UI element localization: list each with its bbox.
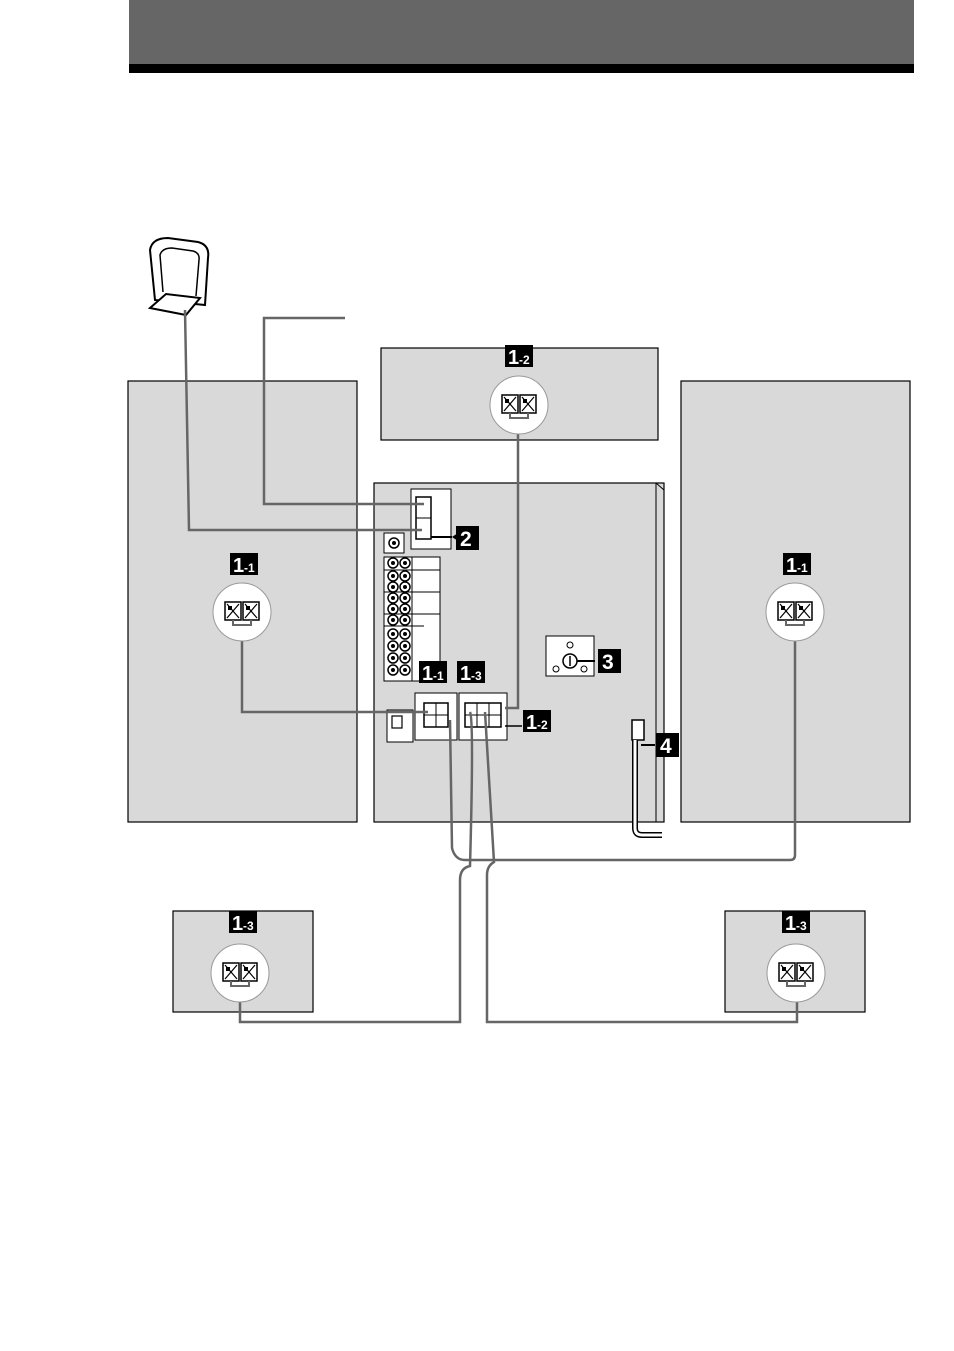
svg-text:1: 1: [232, 913, 243, 935]
badge-front-left-speaker: 1 -1: [230, 553, 258, 577]
svg-text:-2: -2: [537, 718, 548, 732]
svg-text:-3: -3: [796, 919, 807, 933]
speaker-terminal-icon: [211, 944, 269, 1002]
svg-text:1: 1: [422, 663, 433, 685]
svg-text:1: 1: [526, 712, 537, 734]
voltage-selector-icon: [546, 636, 594, 676]
svg-text:1: 1: [508, 347, 519, 369]
speaker-terminal-icon: [213, 583, 271, 641]
svg-text:-1: -1: [244, 561, 255, 575]
badge-surround-right-speaker: 1 -3: [782, 911, 810, 935]
svg-text:1: 1: [233, 555, 244, 577]
svg-text:3: 3: [602, 651, 614, 674]
svg-text:-1: -1: [433, 669, 444, 683]
antenna-terminal-block: [411, 489, 451, 549]
speaker-terminal-icon: [490, 376, 548, 434]
svg-text:-3: -3: [471, 669, 482, 683]
svg-text:-3: -3: [243, 919, 254, 933]
svg-text:-2: -2: [519, 353, 530, 367]
badge-unit-front-terminal: 1 -1: [419, 661, 447, 685]
badge-front-right-speaker: 1 -1: [783, 553, 811, 577]
svg-text:1: 1: [786, 555, 797, 577]
svg-text:1: 1: [460, 663, 471, 685]
badge-center-speaker: 1 -2: [505, 345, 533, 369]
loop-antenna-icon: [150, 238, 208, 315]
speaker-terminal-icon: [767, 944, 825, 1002]
badge-unit-surround-terminal: 1 -3: [457, 661, 485, 685]
svg-text:1: 1: [785, 913, 796, 935]
svg-text:-1: -1: [797, 561, 808, 575]
speaker-terminal-icon: [766, 583, 824, 641]
badge-surround-left-speaker: 1 -3: [229, 911, 257, 935]
svg-text:2: 2: [460, 528, 472, 551]
svg-text:4: 4: [660, 735, 672, 758]
